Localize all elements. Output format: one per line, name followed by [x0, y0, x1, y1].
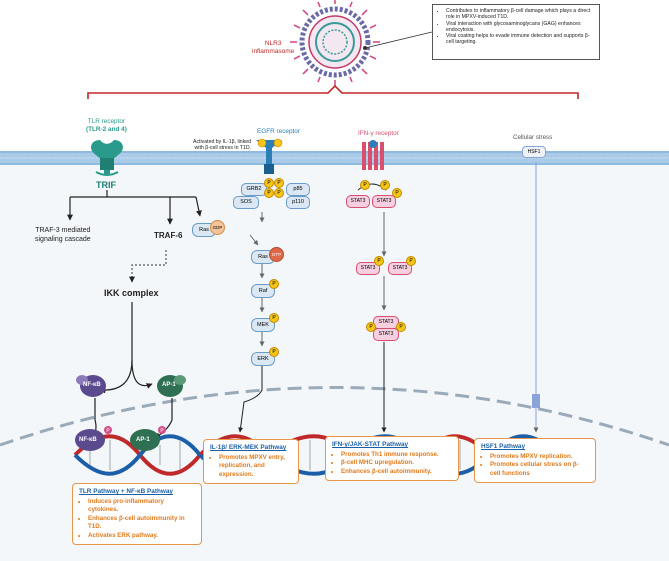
egfr-note-line1: Activated by IL-1β, linked [193, 139, 252, 145]
phospho-icon: P [274, 178, 284, 188]
phospho-icon: P [396, 322, 406, 332]
traf6-label: TRAF-6 [154, 231, 183, 240]
grb2-node: GRB2 [241, 183, 267, 196]
ap1-bound-icon [130, 429, 160, 451]
phospho-icon: P [274, 188, 284, 198]
ifn-label: IFN-γ receptor [358, 130, 399, 137]
il1-box-title: IL-1β/ ERK-MEK Pathway [210, 444, 287, 451]
cellular-stress-label: Cellular stress [513, 134, 553, 141]
phospho-icon: P [366, 322, 376, 332]
nuclear-envelope [0, 386, 669, 447]
nfkb-label: NF-κB [83, 382, 101, 388]
ifn-box-item: Enhances β-cell autoimmunity. [341, 468, 452, 476]
tlr-receptor-icon [91, 140, 123, 176]
ifn-box-title: IFN-γ/JAK-STAT Pathway [332, 441, 409, 448]
nlr3-info-box: Contributes to inflammatory β-cell damag… [432, 4, 600, 60]
stat3-node: STAT3 [356, 262, 380, 275]
phospho-icon: P [374, 256, 384, 266]
ikk-complex-label: IKK complex [104, 288, 159, 298]
ifn-jak-stat-pathway-box: IFN-γ/JAK-STAT Pathway Promotes Th1 immu… [325, 436, 459, 482]
stat3-dimer-bottom: STAT3 [373, 328, 399, 341]
ifn-box-item: Promotes Th1 immune response. [341, 451, 452, 459]
gtp-icon: GTP [269, 247, 284, 262]
phospho-icon: P [406, 256, 416, 266]
tlr-box-item: Activates ERK pathway. [88, 532, 195, 540]
mpxv-virus-icon [290, 0, 380, 86]
svg-text:P: P [160, 428, 164, 434]
stat3-node: STAT3 [372, 195, 396, 208]
ap1-bound-label: AP-1 [136, 437, 150, 443]
hsf1-box-item: Promotes MPXV replication. [490, 453, 589, 461]
nlr3-label: NLR3 inflammasome [252, 40, 294, 56]
phospho-icon: P [269, 313, 279, 323]
traf3-label-line2: signaling cascade [35, 236, 91, 243]
traf3-label: TRAF-3 mediated signaling cascade [35, 226, 91, 244]
info-item: Contributes to inflammatory β-cell damag… [446, 8, 595, 21]
il1-box-item: Promotes MPXV entry, replication, and ex… [219, 454, 292, 479]
mek-node: MEK [251, 318, 275, 332]
svg-text:P: P [106, 428, 110, 434]
ifn-box-item: β-cell MHC upregulation. [341, 459, 452, 467]
p85-node: p85 [286, 183, 310, 196]
p110-node: p110 [286, 196, 310, 209]
egfr-note: Activated by IL-1β, linked with β-cell s… [193, 139, 251, 151]
ap1-protein-icon [157, 375, 186, 397]
phospho-icon: P [269, 347, 279, 357]
traf3-label-line1: TRAF-3 mediated [35, 227, 91, 234]
sos-node: SOS [233, 196, 259, 209]
il1b-erk-mek-pathway-box: IL-1β/ ERK-MEK Pathway Promotes MPXV ent… [203, 439, 299, 485]
tlr-nfkb-pathway-box: TLR Pathway + NF-κB Pathway Induces pro-… [72, 483, 202, 546]
hsf1-box-title: HSF1 Pathway [481, 443, 526, 450]
ifn-gamma-receptor-icon [362, 140, 384, 170]
phospho-icon: P [264, 178, 274, 188]
phospho-icon: P [360, 180, 370, 190]
nlr3-label-line2: inflammasome [252, 48, 295, 55]
tlr-label-line1: TLR receptor [87, 118, 126, 125]
tlr-box-title: TLR Pathway + NF-κB Pathway [79, 488, 173, 495]
ap1-label: AP-1 [162, 382, 176, 388]
erk-node: ERK [251, 352, 275, 366]
trif-label: TRIF [96, 180, 116, 190]
tlr-label-line2: (TLR-2 and 4) [86, 126, 127, 133]
egfr-label: EGFR receptor [257, 128, 300, 135]
phospho-icon: P [392, 188, 402, 198]
gdp-icon: GDP [210, 220, 225, 235]
phospho-icon: P [269, 279, 279, 289]
phospho-icon: P [264, 188, 274, 198]
egfr-note-line2: with β-cell stress in T1D. [194, 145, 252, 152]
tlr-box-item: Induces pro-inflammatory cytokines. [88, 498, 195, 515]
stat3-node: STAT3 [388, 262, 412, 275]
info-item: Viral coating helps to evade immune dete… [446, 33, 595, 46]
raf-node: Raf [251, 284, 275, 298]
nfkb-protein-icon [76, 375, 106, 397]
stat3-node: STAT3 [346, 195, 370, 208]
nfkb-bound-icon [75, 429, 105, 451]
hsf1-node: HSF1 [522, 146, 546, 158]
phospho-icon: P [380, 180, 390, 190]
egfr-receptor-icon [256, 138, 283, 174]
info-item: Viral interaction with glycosaminoglycan… [446, 21, 595, 34]
hsf1-box-item: Promotes cellular stress on β-cell funct… [490, 461, 589, 478]
bracket-red [87, 84, 579, 99]
tlr-label: TLR receptor (TLR-2 and 4) [86, 118, 127, 134]
nlr3-label-line1: NLR3 [264, 40, 282, 47]
hsf1-pathway-box: HSF1 Pathway Promotes MPXV replication. … [474, 438, 596, 484]
nfkb-bound-label: NF-κB [79, 437, 97, 443]
tlr-box-item: Enhances β-cell autoimmunity in T1D. [88, 515, 195, 532]
